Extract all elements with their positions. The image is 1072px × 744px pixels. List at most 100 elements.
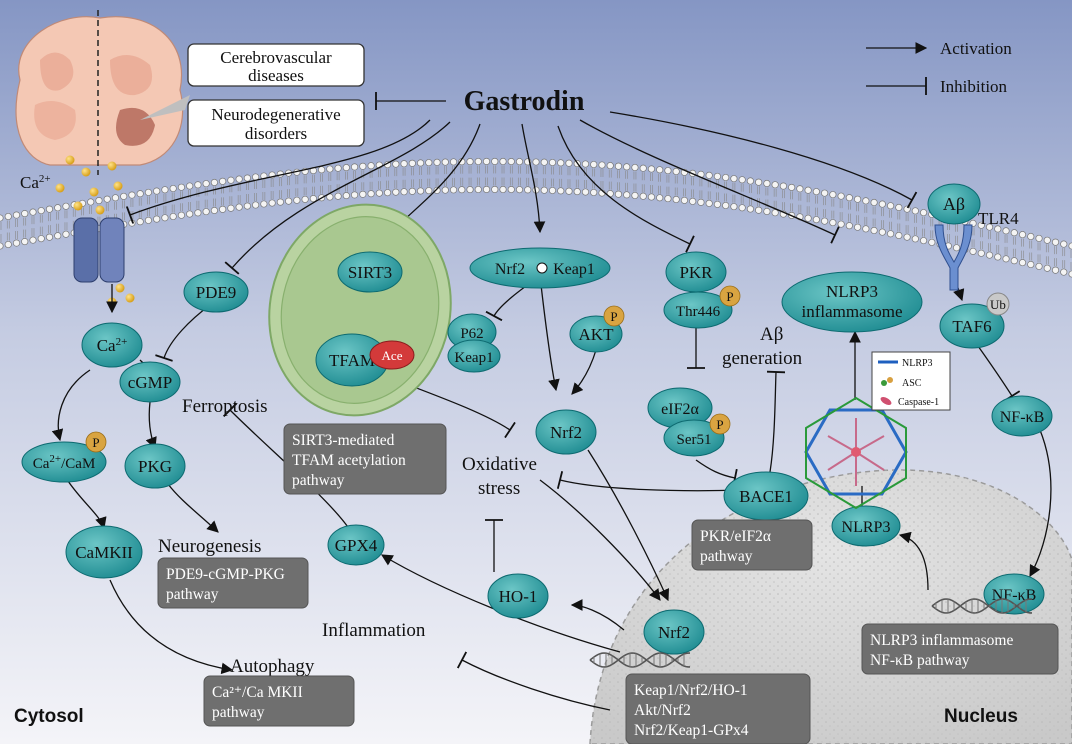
legend: Activation Inhibition — [866, 39, 1012, 96]
svg-text:P: P — [726, 289, 733, 304]
inflammasome-legend: NLRP3 ASC Caspase-1 — [871, 351, 951, 411]
bace1-node: BACE1 — [723, 471, 809, 521]
gastrodin-connectors — [125, 91, 918, 275]
bace1-node-text: BACE1 — [739, 487, 793, 506]
nfkb-node: NF-κB — [991, 395, 1053, 437]
abeta-node-text: Aβ — [943, 194, 965, 214]
camkii-pathway-box-line: pathway — [212, 704, 265, 721]
svg-text:P: P — [610, 309, 617, 324]
disease-neurodegenerative-2: disorders — [245, 124, 307, 143]
sirt3-pathway-box-line: SIRT3-mediated — [292, 432, 395, 449]
disease-cerebrovascular-2: diseases — [248, 66, 304, 85]
disease-cerebrovascular: Cerebrovascular — [220, 48, 332, 67]
nfkb-node-text: NF-κB — [1000, 409, 1045, 426]
eif2a-node-text: eIF2α — [661, 401, 699, 418]
sirt3-node-text: SIRT3 — [348, 263, 392, 282]
sirt3-node: SIRT3 — [337, 251, 403, 293]
taf6-node: TAF6 — [939, 303, 1005, 349]
tfam-node-text: TFAM — [329, 351, 375, 370]
svg-text:Ace: Ace — [382, 348, 403, 363]
thr446-phospho-badge: P — [719, 285, 741, 307]
neurogenesis-label: Neurogenesis — [158, 536, 261, 557]
ho1-node: HO-1 — [487, 573, 549, 619]
legend-activation: Activation — [940, 39, 1012, 58]
tlr4-label: TLR4 — [978, 209, 1019, 228]
ca-cam-node: Ca2+/CaM — [21, 441, 107, 483]
nlrp3-inflammasome-node — [781, 271, 923, 333]
calcium-channel — [73, 217, 125, 283]
nrf2-pathway-box-line: Akt/Nrf2 — [634, 702, 691, 719]
pkg-node: PKG — [124, 443, 186, 489]
ca-ion-node: Ca2+ — [81, 322, 143, 368]
taf6-node-text: TAF6 — [952, 317, 991, 336]
thr446-node-text: Thr446 — [676, 304, 721, 320]
abeta-generation-label-2: generation — [722, 348, 803, 369]
svg-text:P: P — [92, 435, 99, 450]
nlrp3-pathway-box-line: NF-κB pathway — [870, 652, 970, 669]
ub-badge: Ub — [986, 292, 1010, 316]
disease-box: Cerebrovascular diseases Neurodegenerati… — [187, 43, 365, 147]
keap1-in-complex: Keap1 — [553, 261, 595, 278]
nrf2-nuclear-node-text: Nrf2 — [658, 623, 690, 642]
nfkb-nuclear-node-text: NF-κB — [992, 587, 1037, 604]
nlrp3-node-text: NLRP3 — [842, 519, 891, 536]
nucleus-label: Nucleus — [944, 706, 1018, 727]
cytosol-label: Cytosol — [14, 706, 84, 727]
legend-nlrp3: NLRP3 — [902, 358, 933, 369]
pkg-node-text: PKG — [138, 457, 172, 476]
ser51-node: Ser51 — [663, 419, 725, 457]
nrf2-in-complex: Nrf2 — [495, 261, 525, 278]
tfam-node: TFAM — [315, 333, 389, 387]
process-labels: Ca2+ Ferroptosis Neurogenesis Autophagy … — [14, 173, 1019, 727]
pde9-pathway-box: PDE9-cGMP-PKG pathway — [157, 557, 309, 609]
brain-illustration — [15, 10, 190, 175]
abeta-generation-label: Aβ — [760, 324, 783, 345]
nlrp3-pathway-box-line: NLRP3 inflammasome — [870, 632, 1013, 649]
nrf2-nuclear-node: Nrf2 — [643, 609, 705, 655]
sirt3-pathway-box-line: TFAM acetylation — [292, 452, 406, 469]
cacam-phospho-badge: P — [85, 431, 107, 453]
abeta-node: Aβ — [927, 183, 981, 225]
ca-cam-node-text: Ca2+/CaM — [33, 453, 96, 472]
pkr-node: PKR — [665, 251, 727, 293]
nrf2-pathway-box-line: Keap1/Nrf2/HO-1 — [634, 682, 748, 699]
nrf2-node: Nrf2 — [535, 409, 597, 455]
calcium-ions-extracellular — [55, 155, 135, 307]
akt-node-text: AKT — [579, 325, 615, 344]
autophagy-label: Autophagy — [230, 656, 315, 677]
legend-inhibition: Inhibition — [940, 77, 1008, 96]
legend-caspase: Caspase-1 — [898, 397, 939, 408]
pkr-pathway-box-line: PKR/eIF2α — [700, 528, 771, 545]
ca-ion-label: Ca2+ — [20, 173, 51, 192]
svg-text:P: P — [716, 417, 723, 432]
sirt3-pathway-box-line: pathway — [292, 472, 345, 489]
ferroptosis-label: Ferroptosis — [182, 396, 268, 417]
ace-badge: Ace — [369, 340, 415, 370]
camkii-node: CaMKII — [65, 525, 143, 579]
tlr4-receptor — [934, 224, 973, 291]
pde9-pathway-box-line: pathway — [166, 586, 219, 603]
gastrodin-title: Gastrodin — [464, 86, 585, 117]
p62-node-text: P62 — [460, 326, 483, 342]
ho1-node-text: HO-1 — [499, 587, 538, 606]
keap1-node-text: Keap1 — [454, 350, 493, 366]
cgmp-node: cGMP — [119, 361, 181, 403]
inflammation-label: Inflammation — [322, 620, 426, 641]
gpx4-node: GPX4 — [327, 524, 385, 566]
nlrp3-inflammasome-text: NLRP3 — [826, 282, 878, 301]
keap1-node: Keap1 — [447, 339, 501, 373]
ser51-phospho-badge: P — [709, 413, 731, 435]
oxidative-stress-label-2: stress — [478, 478, 520, 499]
pde9-node: PDE9 — [183, 271, 249, 313]
eif2a-node: eIF2α — [647, 387, 713, 429]
cgmp-node-text: cGMP — [128, 373, 172, 392]
svg-text:Ub: Ub — [990, 297, 1006, 312]
thr446-node: Thr446 — [663, 291, 733, 329]
pde9-pathway-box-line: PDE9-cGMP-PKG — [166, 566, 285, 583]
